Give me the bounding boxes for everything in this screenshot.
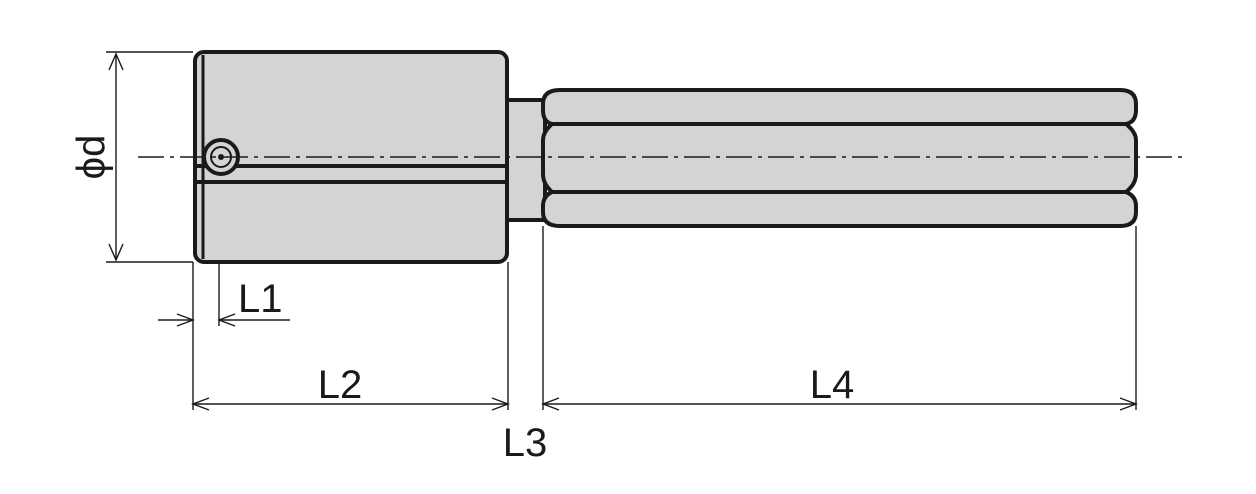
diameter-arrow-top bbox=[108, 52, 124, 71]
l2-arrow-right bbox=[491, 397, 510, 411]
l4-arrow-left bbox=[541, 397, 560, 411]
l1-arrow-left bbox=[176, 313, 195, 327]
l2-arrow-left bbox=[191, 397, 210, 411]
set-screw-center bbox=[218, 154, 224, 160]
neck-section bbox=[505, 98, 547, 222]
l4-arrow-right bbox=[1119, 397, 1138, 411]
hex-shank bbox=[541, 88, 1138, 228]
l4-label: L4 bbox=[810, 363, 855, 407]
l2-label: L2 bbox=[318, 363, 363, 407]
diameter-arrow-bottom bbox=[108, 243, 124, 262]
l1-label: L1 bbox=[238, 277, 283, 321]
l1-arrow-right bbox=[217, 313, 236, 327]
diameter-label: ϕd bbox=[70, 135, 114, 180]
l3-label: L3 bbox=[503, 421, 548, 465]
